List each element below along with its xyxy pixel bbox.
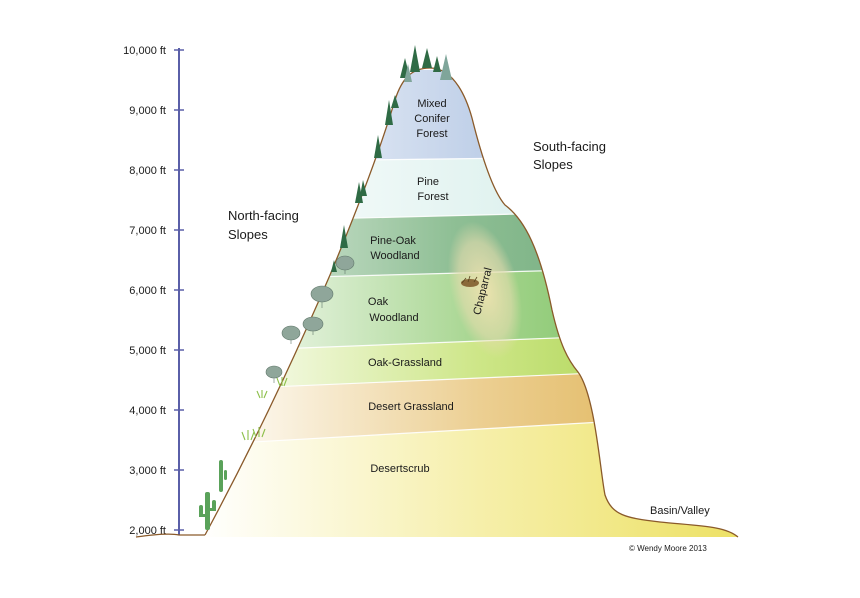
axis-tick-label: 3,000 ft: [129, 465, 166, 477]
mixed-conifer-label-1: Mixed: [417, 98, 446, 110]
pine-oak-label-2: Woodland: [370, 250, 419, 262]
axis-tick-label: 2,000 ft: [129, 525, 166, 537]
basin-valley-label: Basin/Valley: [650, 505, 710, 517]
ground-line-left: [135, 533, 205, 538]
south-slopes-label-2: Slopes: [533, 157, 573, 172]
chaparral-patch: [447, 221, 523, 359]
north-slopes-label-1: North-facing: [228, 208, 299, 223]
axis-tick-label: 10,000 ft: [123, 45, 166, 57]
credit-text: © Wendy Moore 2013: [629, 544, 707, 553]
oak-woodland-label-2: Woodland: [369, 312, 418, 324]
shrub-icon: [461, 275, 479, 287]
axis-tick-label: 9,000 ft: [129, 105, 166, 117]
pine-oak-label-1: Pine-Oak: [370, 235, 416, 247]
oak-woodland-label-1: Oak: [368, 296, 389, 308]
conifer-tree-icon: [331, 45, 452, 272]
axis-tick-label: 8,000 ft: [129, 165, 166, 177]
axis-tick-label: 4,000 ft: [129, 405, 166, 417]
mixed-conifer-label-3: Forest: [416, 128, 447, 140]
north-slopes-label-2: Slopes: [228, 227, 268, 242]
slope-vegetation: [199, 45, 479, 530]
south-slopes-label-1: South-facing: [533, 139, 606, 154]
mountain-outline: [204, 67, 739, 538]
pine-forest-label-2: Forest: [417, 191, 448, 203]
desertscrub-label: Desertscrub: [370, 463, 429, 475]
oak-tree-icon: [265, 255, 355, 383]
zone-labels: Mixed Conifer Forest Pine Forest Pine-Oa…: [368, 98, 495, 475]
mixed-conifer-label-2: Conifer: [414, 113, 450, 125]
axis-tick-label: 5,000 ft: [129, 345, 166, 357]
oak-grassland-label: Oak-Grassland: [368, 357, 442, 369]
desert-grassland-label: Desert Grassland: [368, 401, 454, 413]
axis-tick-label: 7,000 ft: [129, 225, 166, 237]
grass-icon: [241, 377, 288, 441]
axis-tick-label: 6,000 ft: [129, 285, 166, 297]
side-labels: North-facing Slopes South-facing Slopes …: [228, 139, 710, 553]
axis-ticks: 10,000 ft 9,000 ft 8,000 ft 7,000 ft 6,000 f…: [123, 45, 184, 537]
pine-forest-label-1: Pine: [417, 176, 439, 188]
elevation-axis: 10,000 ft 9,000 ft 8,000 ft 7,000 ft 6,000 f…: [123, 45, 184, 537]
cactus-icon: [199, 460, 227, 530]
